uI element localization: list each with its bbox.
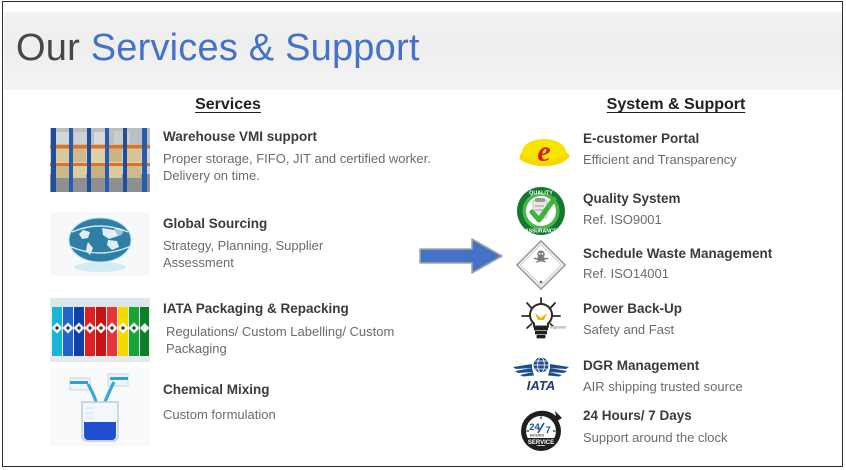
header-band (4, 12, 842, 90)
right-flow-arrow (418, 236, 504, 276)
support-item-title: Power Back-Up (583, 301, 683, 316)
support-item-title: Schedule Waste Management (583, 246, 773, 261)
page-title: Our Services & Support (16, 18, 420, 78)
service-item-iata-packaging: IATA Packaging & Repacking Regulations/ … (163, 301, 453, 357)
svg-text:ASSURANCE: ASSURANCE (525, 229, 557, 235)
svg-text:SERVICE: SERVICE (528, 440, 554, 446)
service-item-title: Global Sourcing (163, 216, 268, 231)
beaker-mixing-photo (50, 368, 150, 446)
page-title-accent: Services & Support (90, 27, 420, 69)
service-item-chemical-mixing: Chemical Mixing Custom formulation (163, 382, 423, 423)
iata-winged-globe-icon: IATA (512, 355, 570, 393)
service-item-desc: Regulations/ Custom Labelling/ Custom Pa… (166, 324, 395, 356)
support-item-desc: Safety and Fast (583, 322, 675, 337)
support-item-desc: Support around the clock (583, 430, 728, 445)
service-item-warehouse: Warehouse VMI support Proper storage, FI… (163, 129, 453, 184)
support-item-dgr-management: DGR Management AIR shipping trusted sour… (583, 358, 833, 395)
colored-chemical-drums-photo (50, 298, 150, 362)
service-item-title: Warehouse VMI support (163, 129, 318, 144)
support-item-24-7: 24 Hours/ 7 Days Support around the cloc… (583, 408, 833, 446)
support-item-title: 24 Hours/ 7 Days (583, 408, 692, 423)
lightbulb-icon (514, 296, 568, 342)
svg-text:24: 24 (529, 422, 540, 433)
support-item-desc: AIR shipping trusted source (583, 379, 743, 394)
service-item-desc: Custom formulation (163, 407, 276, 422)
support-item-desc: Efficient and Transparency (583, 152, 737, 167)
service-item-global-sourcing: Global Sourcing Strategy, Planning, Supp… (163, 216, 443, 271)
column-heading-services: Services (195, 96, 261, 113)
service-item-title: IATA Packaging & Repacking (163, 301, 349, 316)
support-item-title: E-customer Portal (583, 131, 700, 146)
svg-text:QUALITY: QUALITY (529, 191, 553, 197)
warehouse-racking-photo (50, 128, 150, 192)
svg-text:e: e (537, 135, 550, 168)
quality-assurance-badge-icon: QUALITY ASSURANCE (516, 186, 566, 236)
page-title-plain: Our (16, 27, 80, 69)
service-item-title: Chemical Mixing (163, 382, 270, 397)
toxic-hazard-diamond-icon (514, 240, 568, 290)
support-item-quality-system: Quality System Ref. ISO9001 (583, 191, 833, 228)
support-item-title: DGR Management (583, 358, 700, 373)
support-item-power-backup: Power Back-Up Safety and Fast (583, 301, 833, 338)
support-item-desc: Ref. ISO14001 (583, 266, 669, 281)
support-item-schedule-waste: Schedule Waste Management Ref. ISO14001 (583, 246, 843, 282)
internet-explorer-e-icon: e (515, 130, 573, 176)
column-heading-system-support: System & Support (606, 96, 746, 113)
support-item-desc: Ref. ISO9001 (583, 212, 662, 227)
support-item-title: Quality System (583, 191, 681, 206)
svg-text:IATA: IATA (527, 378, 555, 393)
blue-globe-photo (50, 212, 150, 276)
svg-text:HOURS: HOURS (530, 433, 545, 438)
service-item-desc: Strategy, Planning, Supplier Assessment (163, 238, 324, 270)
svg-text:7: 7 (545, 425, 550, 436)
24-7-service-clock-icon: 24 7 HOURS SERVICE (516, 404, 566, 454)
support-item-e-portal: E-customer Portal Efficient and Transpar… (583, 131, 833, 168)
service-item-desc: Proper storage, FIFO, JIT and certified … (163, 151, 431, 183)
